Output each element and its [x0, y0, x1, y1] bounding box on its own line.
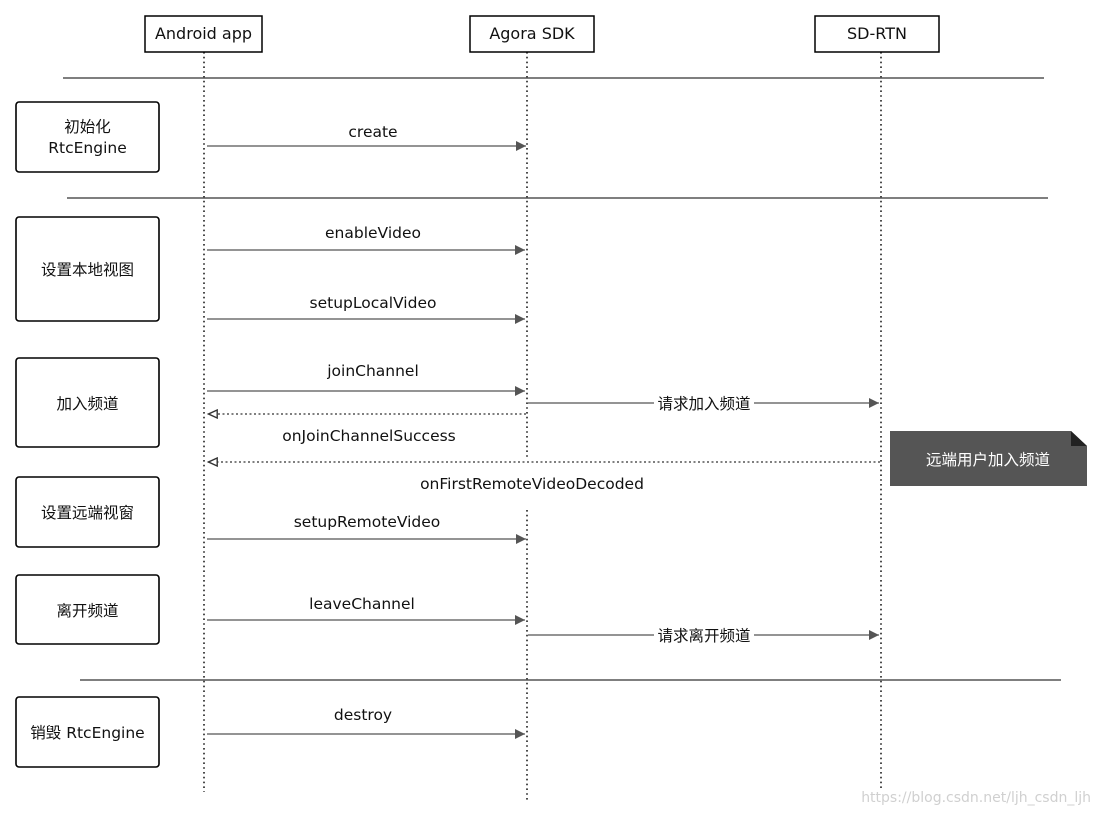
message-label: setupRemoteVideo	[294, 513, 441, 531]
participant-agora-sdk: Agora SDK	[469, 15, 595, 53]
message-create: create	[207, 123, 526, 151]
message-label: onFirstRemoteVideoDecoded	[420, 475, 644, 493]
message-label: leaveChannel	[309, 595, 415, 613]
step-label: 销毁 RtcEngine	[30, 724, 144, 742]
message-request-join-channel: 请求加入频道	[528, 393, 879, 413]
message-setup-remote-video: setupRemoteVideo	[207, 513, 526, 544]
participant-label: Agora SDK	[489, 24, 575, 43]
message-label: destroy	[334, 706, 392, 724]
message-label: onJoinChannelSuccess	[282, 427, 456, 445]
message-destroy: destroy	[207, 706, 525, 739]
step-label: 离开频道	[56, 602, 118, 620]
step-label: 设置远端视窗	[41, 504, 134, 522]
note-remote-user-joined: 远端用户加入频道	[890, 431, 1087, 486]
participant-label: SD-RTN	[847, 24, 907, 43]
message-request-leave-channel: 请求离开频道	[528, 625, 879, 645]
step-label-line-2: RtcEngine	[48, 139, 127, 157]
message-on-join-channel-success: onJoinChannelSuccess	[208, 414, 526, 445]
message-join-channel: joinChannel	[207, 362, 525, 396]
step-leave-channel: 离开频道	[15, 574, 160, 645]
message-leave-channel: leaveChannel	[207, 595, 525, 625]
step-label: 设置本地视图	[41, 261, 134, 279]
participant-android-app: Android app	[144, 15, 263, 53]
participant-label: Android app	[155, 24, 252, 43]
message-on-first-remote-video-decoded: onFirstRemoteVideoDecoded	[208, 462, 880, 493]
step-init-rtc-engine: 初始化 RtcEngine	[15, 101, 160, 173]
step-join-channel: 加入频道	[15, 357, 160, 448]
message-label: 请求离开频道	[657, 627, 750, 645]
message-label: joinChannel	[326, 362, 419, 380]
participant-sd-rtn: SD-RTN	[814, 15, 940, 53]
step-destroy-rtc-engine: 销毁 RtcEngine	[15, 696, 160, 768]
step-setup-remote-view: 设置远端视窗	[15, 476, 160, 548]
message-enable-video: enableVideo	[207, 224, 525, 255]
step-label-line-1: 初始化	[64, 118, 111, 136]
message-label: 请求加入频道	[657, 395, 750, 413]
message-label: create	[348, 123, 397, 141]
step-setup-local-view: 设置本地视图	[15, 216, 160, 322]
watermark: https://blog.csdn.net/ljh_csdn_ljh	[861, 790, 1091, 806]
step-label: 加入频道	[56, 395, 118, 413]
message-label: enableVideo	[325, 224, 421, 242]
message-label: setupLocalVideo	[310, 294, 437, 312]
note-label: 远端用户加入频道	[926, 451, 1050, 469]
message-setup-local-video: setupLocalVideo	[207, 294, 525, 324]
